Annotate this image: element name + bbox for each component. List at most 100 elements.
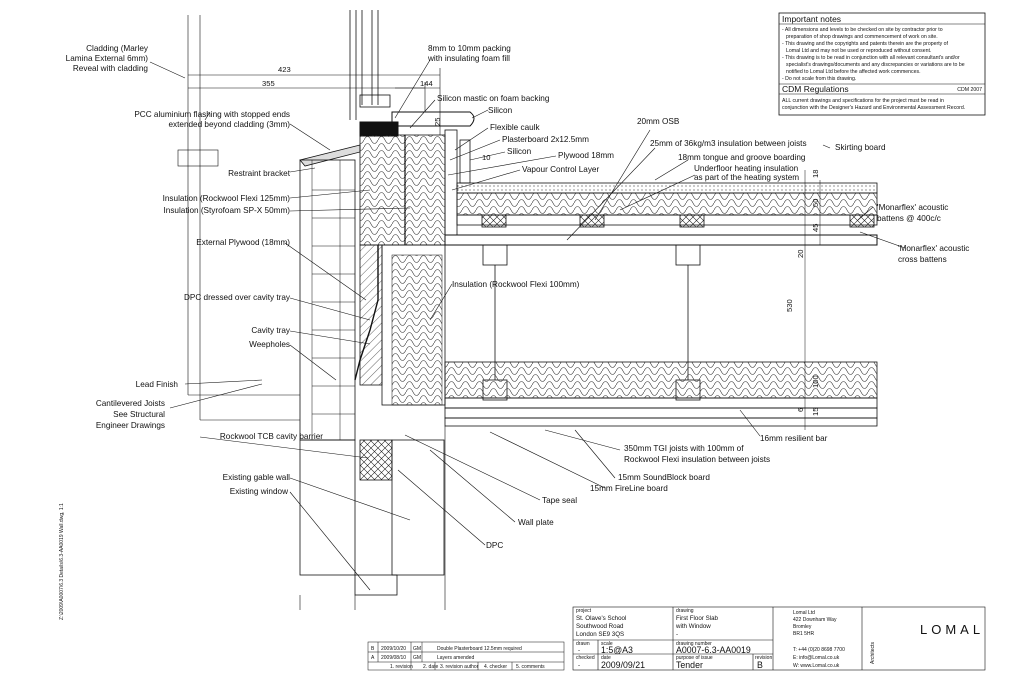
label-cantilevered-2: See Structural (113, 410, 165, 419)
purpose-label: purpose of issue (676, 655, 713, 661)
important-notes-title: Important notes (782, 14, 841, 24)
company-line: 422 Downham Way (793, 617, 837, 623)
note-line: - This drawing and the copyrights and pa… (782, 41, 949, 47)
cdm-line: ALL current drawings and specifications … (782, 98, 944, 104)
label-plywood: Plywood 18mm (558, 151, 614, 160)
note-line: preparation of shop drawings and commenc… (786, 34, 938, 40)
note-line: specialist's drawings/documents and any … (786, 62, 965, 68)
label-cantilevered-1: Cantilevered Joists (96, 399, 165, 408)
company-line: Lomal Ltd (793, 610, 815, 616)
label-styrofoam: Insulation (Styrofoam SP-X 50mm) (164, 206, 291, 215)
label-soundblock: 15mm SoundBlock board (618, 473, 710, 482)
drawing-title-line: First Floor Slab (676, 615, 719, 622)
label-vcl: Vapour Control Layer (522, 165, 599, 174)
label-restraint: Restraint bracket (228, 169, 291, 178)
revision-table: B 2009/10/20 GM Double Plasterboard 12.5… (367, 641, 565, 671)
label-tgi-1: 350mm TGI joists with 100mm of (624, 444, 744, 453)
cdm-line: conjunction with the Designer's Hazard a… (782, 105, 965, 111)
file-path-text: Z:\2009\A0007\6.3 Details\6.3-AA0019 Wal… (59, 503, 65, 620)
label-cladding-2: Lamina External 6mm) (66, 54, 149, 63)
revision-author: GM (413, 646, 421, 652)
project-line: London SE9 3QS (576, 631, 624, 638)
dim-25: 25 (433, 118, 442, 126)
label-pcc-1: PCC aluminium flashing with stopped ends (134, 110, 290, 119)
cdm-code: CDM 2007 (957, 87, 982, 93)
revision-header: 2. date (423, 664, 439, 670)
dim-423: 423 (278, 65, 291, 74)
checked-label: checked (576, 655, 595, 661)
company-line: Bromley (793, 624, 812, 630)
revision-author: GM (413, 655, 421, 661)
note-line: Lomal Ltd and may not be used or reprodu… (786, 48, 931, 54)
label-tape: Tape seal (542, 496, 577, 505)
revision-comment: Double Plasterboard 12.5mm required (437, 646, 522, 652)
drawing-title-line: with Window (675, 623, 711, 630)
revision-comment: Layers amended (437, 655, 474, 661)
dim-144: 144 (420, 79, 433, 88)
label-wallplate: Wall plate (518, 518, 554, 527)
revision-value: B (757, 660, 763, 670)
label-plasterboard: Plasterboard 2x12.5mm (502, 135, 589, 144)
purpose-value: Tender (676, 660, 703, 670)
revision-date: 2009/10/20 (381, 646, 406, 652)
label-skirting: Skirting board (835, 143, 886, 152)
label-cavity-tray: Cavity tray (251, 326, 291, 335)
date-value: 2009/09/21 (601, 660, 645, 670)
label-cladding-1: Cladding (Marley (86, 44, 149, 53)
scale-value: 1:5@A3 (601, 645, 633, 655)
revision-header: 4. checker (484, 664, 507, 670)
revision-code: A (371, 655, 375, 661)
label-gable: Existing gable wall (223, 473, 291, 482)
company-web: W: www.Lomal.co.uk (793, 663, 840, 669)
label-weepholes: Weepholes (249, 340, 290, 349)
label-cantilevered-3: Engineer Drawings (96, 421, 165, 430)
label-fireline: 15mm FireLine board (590, 484, 668, 493)
label-cladding-3: Reveal with cladding (73, 64, 149, 73)
label-tgi-2: Rockwool Flexi insulation between joists (624, 455, 770, 464)
dim-10: 10 (482, 153, 490, 162)
label-pcc-2: extended beyond cladding (3mm) (168, 120, 290, 129)
label-monarflex-2a: 'Monarflex' acoustic (898, 244, 969, 253)
label-monarflex-1b: battens @ 400c/c (877, 214, 941, 223)
label-lead-finish: Lead Finish (136, 380, 179, 389)
label-osb: 20mm OSB (637, 117, 680, 126)
dim-6: 6 (796, 408, 805, 412)
company-tel: T: +44 (0)20 8698 7700 (793, 647, 845, 653)
annotation-labels: Cladding (Marley Lamina External 6mm) Re… (66, 44, 970, 550)
label-tongue-2: Underfloor heating insulation (694, 164, 799, 173)
dim-18: 18 (811, 170, 820, 178)
label-silicon-2: Silicon (507, 147, 532, 156)
label-silicon-1: Silicon (488, 106, 513, 115)
label-packing-2: with insulating foam fill (427, 54, 510, 63)
label-silicon-mastic: Silicon mastic on foam backing (437, 94, 550, 103)
dim-15: 15 (811, 408, 820, 416)
company-line: BR1 5HR (793, 631, 815, 637)
dim-100: 100 (811, 375, 820, 388)
label-rockwool-100: Insulation (Rockwool Flexi 100mm) (452, 280, 580, 289)
note-line: - All dimensions and levels to be checke… (782, 27, 943, 33)
notes-box: Important notes - All dimensions and lev… (778, 12, 986, 116)
label-monarflex-1a: 'Monarflex' acoustic (877, 203, 948, 212)
dim-50: 50 (811, 199, 820, 207)
architects-text: Architects (870, 642, 876, 664)
project-line: Southwood Road (576, 623, 624, 630)
label-window: Existing window (230, 487, 288, 496)
dimension-text: 423 355 144 25 10 18 50 45 20 530 100 6 … (262, 65, 820, 416)
label-ext-plywood: External Plywood (18mm) (196, 238, 290, 247)
checked-value: - (578, 662, 580, 669)
label-insul-joists: 25mm of 36kg/m3 insulation between joist… (650, 139, 807, 148)
title-block: project St. Olave's School Southwood Roa… (572, 606, 986, 671)
dim-20: 20 (796, 250, 805, 258)
label-tongue-3: as part of the heating system (694, 173, 799, 182)
dimension-lines (188, 68, 441, 135)
revision-code: B (371, 646, 375, 652)
label-rockwool-125: Insulation (Rockwool Flexi 125mm) (163, 194, 291, 203)
label-flexible-caulk: Flexible caulk (490, 123, 541, 132)
drawing-number: A0007-6.3-AA0019 (676, 645, 751, 655)
label-resilient: 16mm resilient bar (760, 434, 828, 443)
revision-header: 5. comments (516, 664, 545, 670)
revision-header: 1. revision (390, 664, 413, 670)
drawing-title-line: - (676, 631, 678, 638)
dim-45: 45 (811, 224, 820, 232)
